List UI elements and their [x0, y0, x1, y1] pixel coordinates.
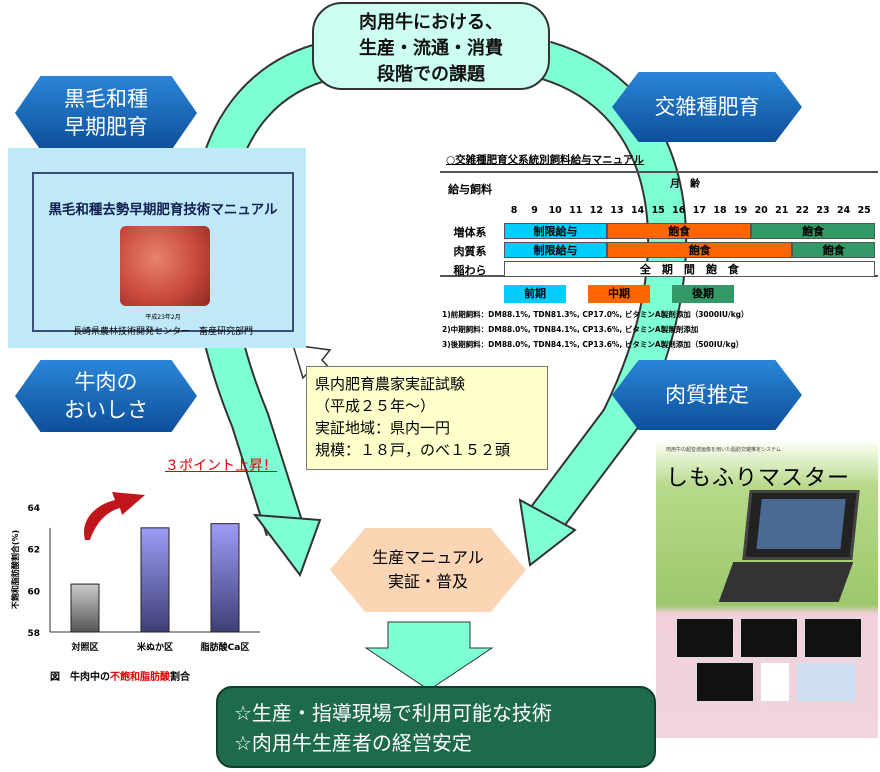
- hex-wagyu: 黒毛和種 早期肥育: [15, 76, 197, 150]
- trial-box: 県内肥育農家実証試験 （平成２５年～） 実証地域：県内一円 規模：１８戸，のべ１…: [306, 366, 548, 470]
- feed-segment: 制限給与: [504, 223, 607, 239]
- month-label: 13: [610, 205, 624, 216]
- month-label: 10: [548, 205, 562, 216]
- feed-segment: 制限給与: [504, 242, 607, 258]
- chart-caption: 図 牛肉中の不飽和脂肪酸割合: [50, 670, 191, 683]
- month-label: 17: [692, 205, 706, 216]
- month-label: 11: [569, 205, 583, 216]
- hex-label: 黒毛和種 早期肥育: [64, 87, 148, 139]
- row-label: 増体系: [453, 226, 487, 239]
- month-label: 18: [713, 205, 727, 216]
- y-tick-label: 64: [27, 504, 40, 514]
- bar: [210, 523, 240, 633]
- bar: [70, 583, 100, 633]
- cover-org: 長崎県農林技術開発センター 畜産研究部門: [72, 327, 253, 337]
- month-label: 22: [795, 205, 809, 216]
- issue-box: 肉用牛における、 生産・流通・消費 段階での課題: [312, 2, 550, 90]
- product-caption: 肉用牛の超音波画像を用いた脂肪交雑推定システム: [666, 447, 781, 453]
- feed-segment: 飽食: [607, 223, 752, 239]
- y-tick-label: 60: [27, 587, 40, 597]
- month-label: 15: [651, 205, 665, 216]
- table-title: ○交雑種肥育父系統別飼料給与マニュアル: [446, 154, 644, 166]
- month-header: 月 齢: [670, 179, 700, 190]
- feed-segment: 全 期 間 飽 食: [504, 261, 875, 277]
- x-tick-label: 脂肪酸Ca区: [200, 641, 250, 653]
- outcome-item: ☆肉用牛生産者の経営安定: [234, 731, 472, 755]
- feed-note: 1)前期飼料：DM88.1%, TDN81.3%, CP17.0%, ビタミンA…: [442, 310, 749, 319]
- month-label: 20: [754, 205, 768, 216]
- month-label: 21: [775, 205, 789, 216]
- month-label: 8: [510, 205, 518, 216]
- laptop-image: [742, 490, 860, 560]
- legend-item: 前期: [504, 285, 566, 303]
- hex-label: 牛肉の おいしさ: [64, 370, 148, 422]
- cover-date: 平成23年2月: [145, 314, 181, 321]
- bar-chart: 58 60 62 64 対照区 米ぬか区 脂肪酸Ca区 不飽和脂肪酸割合(%) 図 牛肉中の不飽…: [10, 492, 260, 683]
- month-label: 16: [672, 205, 686, 216]
- y-tick-label: 58: [27, 629, 40, 639]
- red-arrow-icon: [84, 492, 145, 540]
- hex-label: 肉質推定: [665, 383, 749, 407]
- keyboard-image: [718, 562, 854, 602]
- feed-note: 2)中期飼料：DM88.0%, TDN84.1%, CP13.6%, ビタミンA…: [442, 325, 699, 334]
- month-label: 14: [630, 205, 645, 216]
- hex-taste: 牛肉の おいしさ: [15, 360, 197, 432]
- legend-item: 後期: [672, 285, 734, 303]
- feed-segment: 飽食: [751, 223, 875, 239]
- feed-header: 給与飼料: [448, 183, 492, 196]
- hex-quality: 肉質推定: [612, 360, 802, 430]
- hex-label: 交雑種肥育: [654, 95, 760, 119]
- beef-photo: [120, 226, 210, 306]
- callout-text: ３ポイント上昇！: [165, 458, 277, 474]
- month-label: 24: [836, 205, 851, 216]
- month-label: 9: [531, 205, 538, 216]
- bar: [140, 527, 170, 633]
- feed-note: 3)後期飼料：DM88.0%, TDN84.1%, CP13.6%, ビタミンA…: [442, 340, 744, 349]
- month-label: 12: [589, 205, 603, 216]
- row-label: 稲わら: [453, 264, 487, 277]
- product-title: しもふりマスター: [666, 466, 851, 491]
- cover-title: 黒毛和種去勢早期肥育技術マニュアル: [48, 202, 278, 218]
- outcome-item: ☆生産・指導現場で利用可能な技術: [234, 701, 552, 725]
- month-label: 19: [733, 205, 748, 216]
- outcome-box: ☆生産・指導現場で利用可能な技術 ☆肉用牛生産者の経営安定: [216, 686, 656, 768]
- manual-hexagon: 生産マニュアル 実証・普及: [330, 528, 526, 612]
- legend-item: 中期: [588, 285, 650, 303]
- y-axis-label: 不飽和脂肪酸割合(%): [10, 530, 20, 609]
- shimofuri-master-flyer: 肉用牛の超音波画像を用いた脂肪交雑推定システム しもふりマスター: [656, 442, 878, 738]
- row-label: 肉質系: [453, 245, 487, 258]
- down-arrow: [364, 621, 494, 691]
- x-tick-label: 対照区: [70, 641, 98, 653]
- x-tick-label: 米ぬか区: [136, 641, 173, 653]
- hex-crossbreed: 交雑種肥育: [612, 72, 802, 142]
- feeding-table: ○交雑種肥育父系統別飼料給与マニュアル 給与飼料 月 齢 8 9 10 11 12 13 1…: [440, 152, 878, 352]
- month-label: 23: [816, 205, 830, 216]
- month-label: 25: [857, 205, 871, 216]
- manual-cover: 黒毛和種去勢早期肥育技術マニュアル 平成23年2月 長崎県農林技術開発センター …: [8, 148, 306, 348]
- feed-segment: 飽食: [607, 242, 793, 258]
- feed-segment: 飽食: [792, 242, 875, 258]
- y-tick-label: 62: [27, 546, 40, 556]
